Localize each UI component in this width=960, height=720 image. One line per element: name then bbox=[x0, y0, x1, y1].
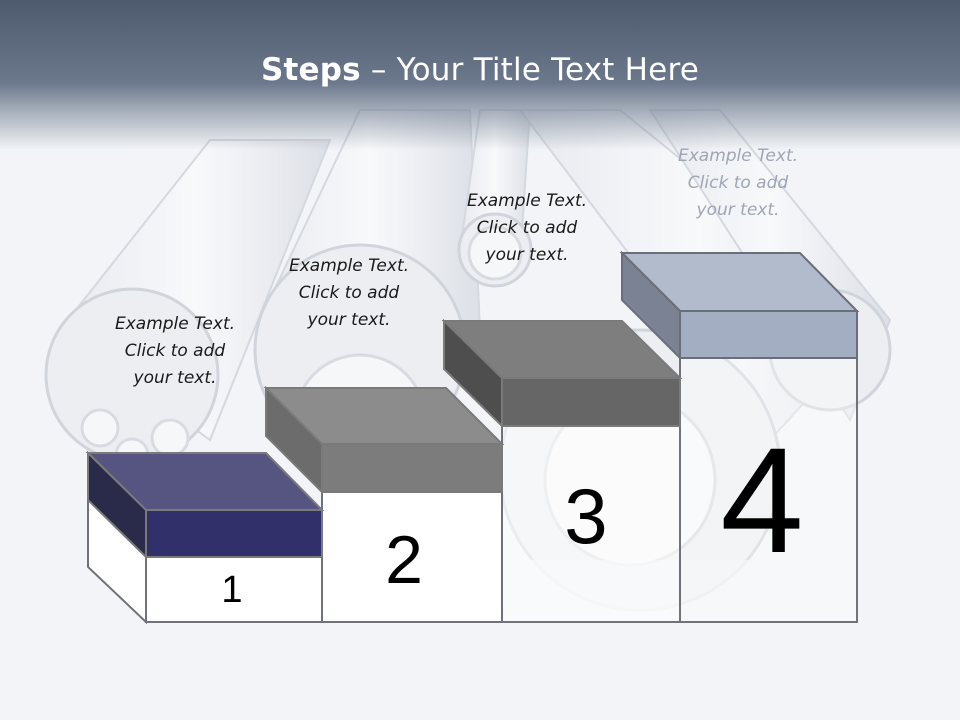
step-2-line-2: Click to add bbox=[298, 283, 400, 303]
step-1-line-3: your text. bbox=[133, 368, 217, 388]
step-3-line-3: your text. bbox=[485, 245, 569, 265]
step-4-column bbox=[679, 357, 858, 623]
title-rest: – Your Title Text Here bbox=[360, 52, 699, 88]
step-4-line-2: Click to add bbox=[687, 173, 789, 193]
step-1-block[interactable] bbox=[85, 450, 325, 560]
step-3-number: 3 bbox=[564, 472, 608, 560]
step-2-text[interactable]: Example Text. Click to add your text. bbox=[264, 253, 434, 334]
step-4-line-3: your text. bbox=[696, 200, 780, 220]
slide-title[interactable]: Steps – Your Title Text Here bbox=[0, 52, 960, 88]
step-4-block[interactable] bbox=[619, 250, 860, 361]
step-1-column bbox=[145, 554, 323, 623]
step-3-column bbox=[501, 425, 681, 623]
step-3-line-1: Example Text. bbox=[466, 191, 588, 211]
step-4-text[interactable]: Example Text. Click to add your text. bbox=[653, 143, 823, 224]
title-bar bbox=[0, 0, 960, 150]
step-1-line-1: Example Text. bbox=[114, 314, 236, 334]
step-2-line-1: Example Text. bbox=[288, 256, 410, 276]
step-2-block[interactable] bbox=[263, 385, 505, 495]
step-2-number: 2 bbox=[385, 522, 423, 598]
step-4-line-1: Example Text. bbox=[677, 146, 799, 166]
step-1-number: 1 bbox=[221, 569, 243, 611]
step-3-text[interactable]: Example Text. Click to add your text. bbox=[442, 188, 612, 269]
step-2-column bbox=[321, 491, 503, 623]
step-3-block[interactable] bbox=[441, 318, 683, 429]
step-2-line-3: your text. bbox=[307, 310, 391, 330]
step-1-text[interactable]: Example Text. Click to add your text. bbox=[90, 311, 260, 392]
title-bold: Steps bbox=[260, 52, 361, 88]
step-1-line-2: Click to add bbox=[124, 341, 226, 361]
step-4-number: 4 bbox=[720, 416, 804, 584]
step-3-line-2: Click to add bbox=[476, 218, 578, 238]
